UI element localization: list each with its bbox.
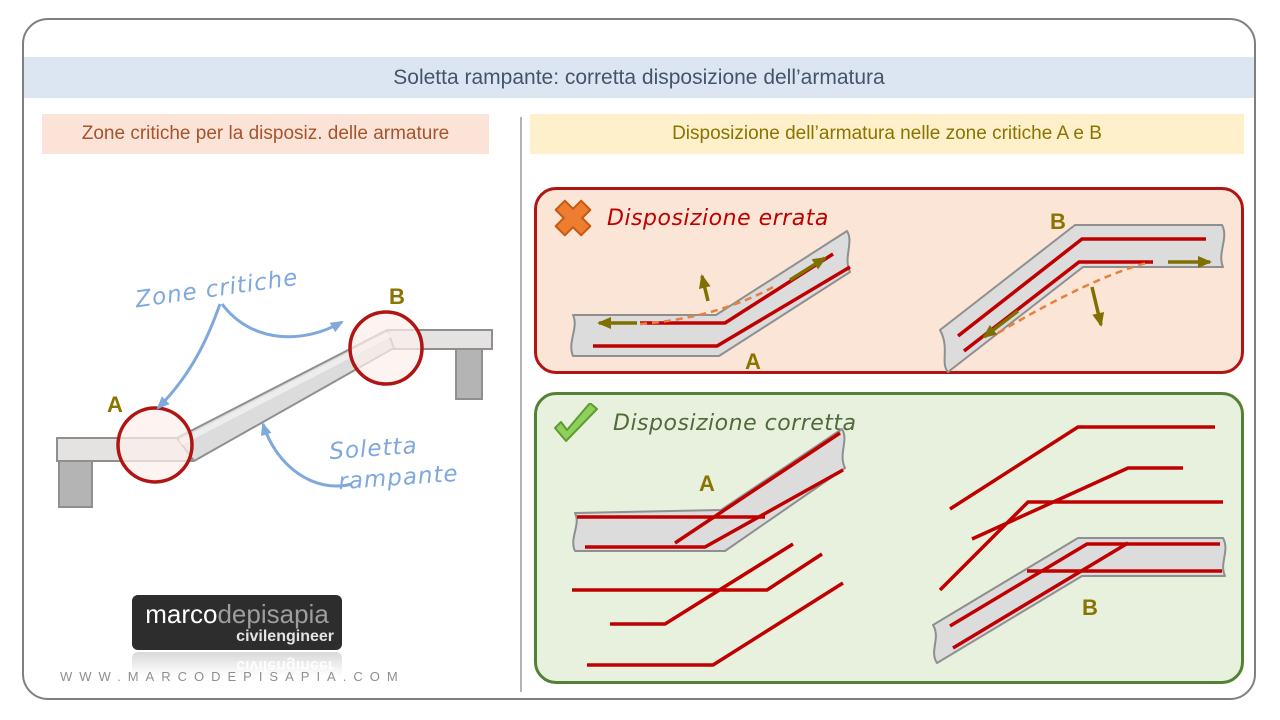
bar-shape-2: [610, 542, 794, 626]
direction-arrows: [982, 256, 1212, 339]
left-panel-header: Zone critiche per la disposiz. delle arm…: [42, 114, 489, 154]
inclined-slab-top-face: [179, 332, 391, 445]
zone-label-b: B: [389, 284, 405, 309]
straightening-tendency-dashed: [639, 284, 776, 326]
top-rebar: [956, 237, 1206, 338]
bar-shape-1: [949, 425, 1215, 511]
wrong-arrangement-box: Disposizione errata A: [534, 187, 1244, 374]
push-down-arrow: [1090, 286, 1105, 327]
critical-zone-circle-a: [116, 406, 194, 484]
arrow-to-incline: [261, 422, 353, 488]
incline-rebar-extended: [952, 541, 1129, 650]
slab-section-b: [932, 537, 1227, 664]
left-panel-header-label: Zone critiche per la disposiz. delle arm…: [81, 123, 450, 144]
upper-column: [455, 347, 483, 400]
bar-shape-3: [938, 500, 1223, 592]
slide-card: Soletta rampante: corretta disposizione …: [22, 18, 1256, 700]
bottom-rebar-bent: [585, 468, 844, 549]
soletta-annotation-line1: Soletta: [329, 433, 419, 465]
logo-name: marcodepisapia: [140, 601, 334, 627]
panel-divider: [520, 117, 522, 692]
correct-box-title: Disposizione corretta: [613, 410, 857, 436]
correct-arrangement-box: Disposizione corretta A: [534, 392, 1244, 684]
direction-arrows: [597, 256, 827, 329]
x-cross-icon: [554, 199, 592, 237]
top-rebar-bent: [949, 542, 1220, 628]
zone-critiche-annotation: Zone critiche: [133, 265, 300, 314]
title-bar: Soletta rampante: corretta disposizione …: [24, 57, 1254, 98]
correct-detail-a: A: [572, 428, 846, 667]
logo-name-primary: marco: [145, 598, 218, 629]
bar-shape-3: [587, 581, 844, 667]
arrow-to-zone-b: [220, 303, 344, 339]
right-panel-header: Disposizione dell’armatura nelle zone cr…: [530, 114, 1244, 154]
rebar-bars: [949, 541, 1222, 650]
bottom-rebar: [593, 265, 851, 348]
checkmark-icon: [554, 403, 598, 442]
pull-up-right-arrow: [789, 256, 827, 282]
bar-shape-details: [572, 542, 844, 667]
correct-detail-b: B: [932, 425, 1227, 664]
detail-label-a: A: [699, 471, 715, 496]
pull-down-left-arrow: [982, 309, 1020, 339]
annotation-arrows: [156, 303, 353, 488]
detail-label-a: A: [745, 349, 761, 374]
wrong-detail-b: B: [939, 209, 1226, 373]
logo-name-secondary: depisapia: [217, 598, 329, 629]
straightening-tendency-dashed: [997, 260, 1151, 335]
bar-shape-details: [938, 425, 1223, 592]
wrong-detail-a: A: [570, 230, 851, 374]
page-title: Soletta rampante: corretta disposizione …: [393, 65, 885, 89]
rebar-bars: [577, 431, 844, 549]
right-panel-header-label: Disposizione dell’armatura nelle zone cr…: [672, 123, 1102, 144]
detail-label-b: B: [1050, 209, 1066, 234]
logo: marcodepisapia civilengineer: [132, 595, 342, 650]
lower-column: [58, 459, 93, 508]
zone-label-a: A: [107, 392, 123, 417]
slab-section-b: [939, 224, 1226, 373]
bar-shape-2: [971, 466, 1183, 541]
stair-slab-diagram: A B Zone critiche Soletta rampante: [56, 265, 493, 508]
wrong-box-header: Disposizione errata: [553, 198, 829, 238]
incline-rebar-extended: [674, 431, 841, 545]
bar-shape-1: [572, 552, 823, 592]
correct-box-header: Disposizione corretta: [553, 403, 857, 443]
logo-subtitle: civilengineer: [236, 627, 334, 645]
arrow-to-zone-a: [156, 303, 222, 410]
detail-label-b: B: [1082, 595, 1098, 620]
wrong-box-title: Disposizione errata: [607, 205, 829, 231]
slab-section-a: [572, 428, 846, 552]
critical-zone-circle-b: [348, 310, 424, 386]
website-url: WWW.MARCODEPISAPIA.COM: [60, 669, 405, 684]
soletta-annotation-line2: rampante: [338, 461, 460, 495]
push-up-arrow: [698, 274, 711, 302]
